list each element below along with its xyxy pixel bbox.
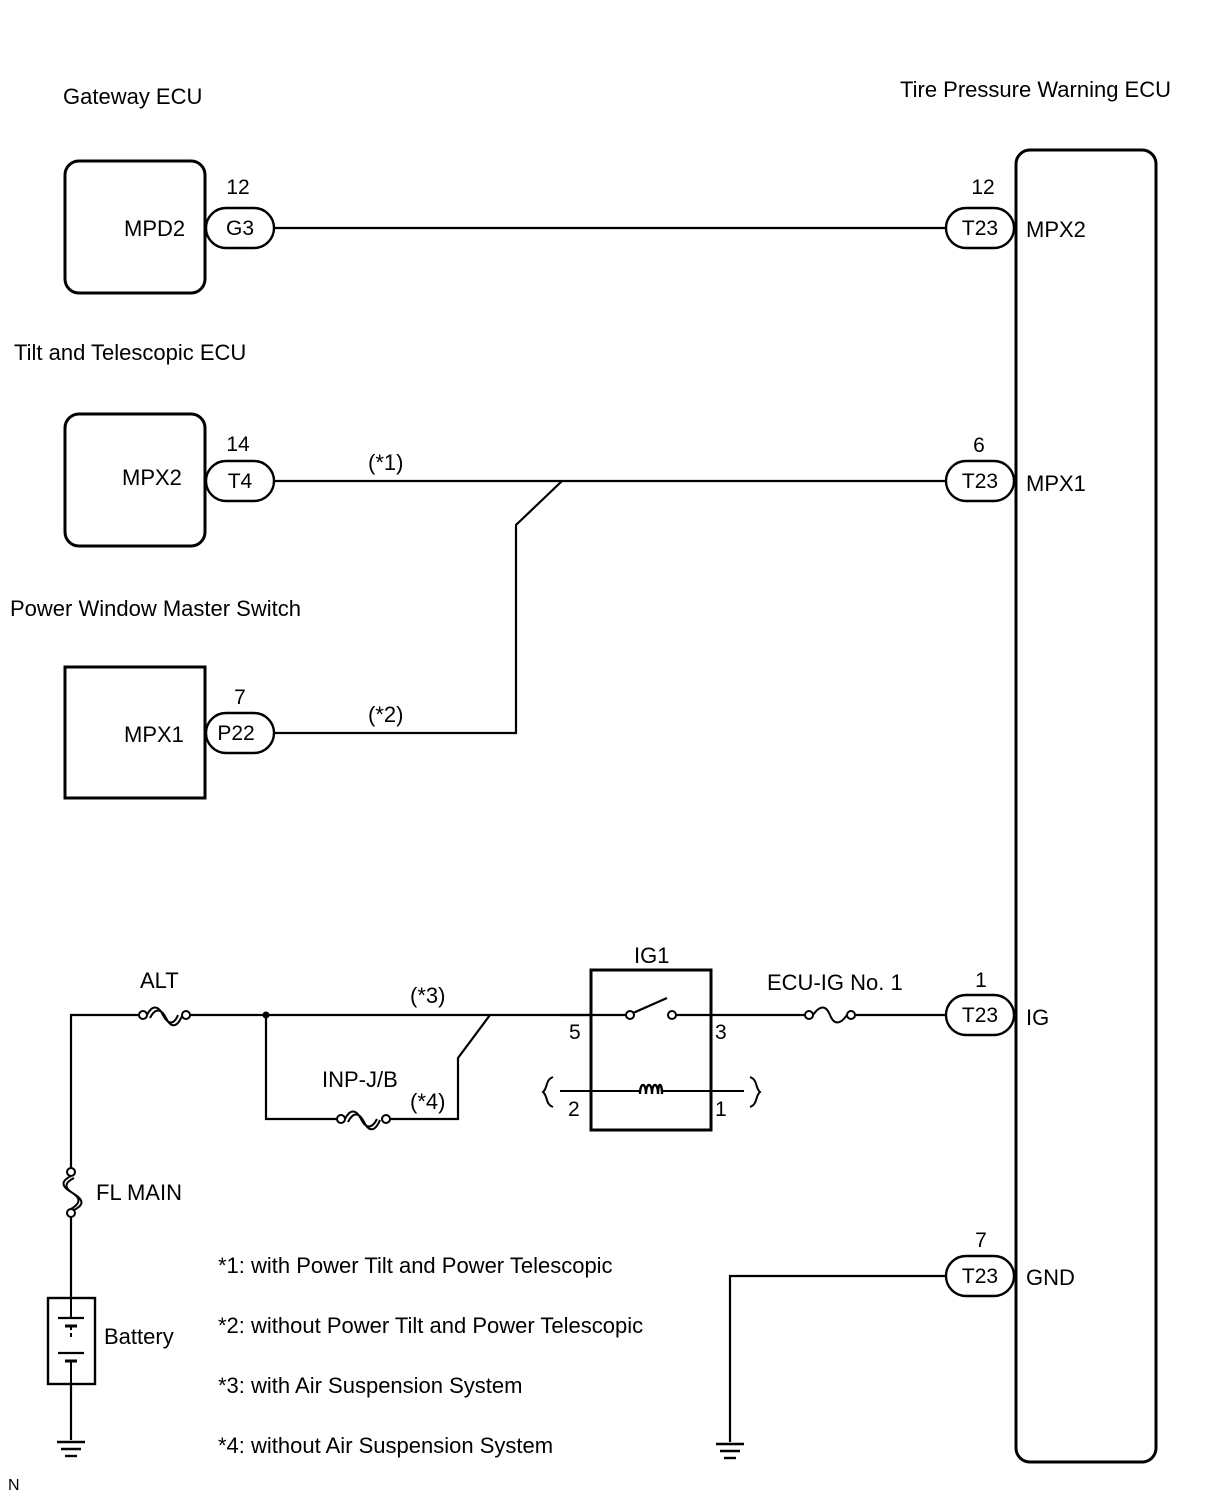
gateway-terminal: MPD2 xyxy=(124,216,185,241)
relay-switch-arm xyxy=(632,996,668,1015)
wire-battery-top xyxy=(69,1013,140,1172)
connector-t23-gnd: T23 7 xyxy=(944,1229,1016,1298)
connector-g3-pin: 12 xyxy=(226,176,249,199)
relay-pin-2: 2 xyxy=(568,1098,580,1121)
relay-pin-3: 3 xyxy=(715,1021,727,1044)
connector-t4-pin: 14 xyxy=(226,433,250,456)
wire-mark-3: (*3) xyxy=(410,983,445,1008)
connector-t23-mpx2-name: T23 xyxy=(962,217,998,240)
wire-inp-left xyxy=(264,1015,338,1121)
pw-terminal: MPX1 xyxy=(124,722,184,747)
tpw-terminal-gnd: GND xyxy=(1026,1265,1075,1290)
connector-t23-mpx1: T23 6 xyxy=(944,434,1016,503)
connector-t4-name: T4 xyxy=(228,470,253,493)
relay-coil-brace-left xyxy=(541,1076,554,1108)
wire-gnd xyxy=(728,1274,946,1442)
connector-t23-ig: T23 1 xyxy=(944,969,1016,1037)
note-4: *4: without Air Suspension System xyxy=(218,1433,553,1458)
wire-mark-4: (*4) xyxy=(410,1089,445,1114)
gateway-ecu-title: Gateway ECU xyxy=(63,84,202,109)
corner-mark: N xyxy=(8,1477,20,1494)
connector-t23-ig-name: T23 xyxy=(962,1004,998,1027)
fuse-inp-jb-label: INP-J/B xyxy=(322,1067,398,1092)
fuse-ecu-ig-label: ECU-IG No. 1 xyxy=(767,970,903,995)
tpw-ecu-title: Tire Pressure Warning ECU xyxy=(900,77,1171,102)
connector-p22: P22 7 xyxy=(204,686,276,755)
tilt-terminal: MPX2 xyxy=(122,465,182,490)
connector-p22-name: P22 xyxy=(217,722,254,745)
connector-t23-mpx1-pin: 6 xyxy=(973,434,985,457)
relay-label: IG1 xyxy=(634,943,669,968)
relay-coil-brace-right xyxy=(749,1076,762,1108)
battery-symbol xyxy=(46,1296,97,1386)
note-2: *2: without Power Tilt and Power Telesco… xyxy=(218,1313,643,1338)
note-3: *3: with Air Suspension System xyxy=(218,1373,522,1398)
connector-t23-mpx2-pin: 12 xyxy=(971,176,994,199)
battery-label: Battery xyxy=(104,1324,174,1349)
ground-icon-ecu xyxy=(716,1442,744,1460)
relay-contact-3 xyxy=(667,1010,677,1020)
relay-box xyxy=(589,968,713,1132)
wire-inp-right xyxy=(389,1014,491,1121)
wire-pw-mpx1 xyxy=(275,480,563,735)
note-1: *1: with Power Tilt and Power Telescopic xyxy=(218,1253,613,1278)
connector-t23-mpx2: T23 12 xyxy=(944,176,1016,250)
connector-g3-name: G3 xyxy=(226,217,254,240)
pw-switch-title: Power Window Master Switch xyxy=(10,596,301,621)
fuse-inp-jb xyxy=(336,1110,391,1131)
fuse-fl-main-label: FL MAIN xyxy=(96,1180,182,1205)
tilt-ecu-title: Tilt and Telescopic ECU xyxy=(14,340,246,365)
fuse-ecu-ig xyxy=(804,1006,856,1024)
tpw-ecu-box xyxy=(1014,148,1158,1464)
connector-t23-gnd-name: T23 xyxy=(962,1265,998,1288)
connector-t23-gnd-pin: 7 xyxy=(975,1229,987,1252)
wire-mark-2: (*2) xyxy=(368,702,403,727)
connector-g3: G3 12 xyxy=(204,176,276,250)
connector-t23-ig-pin: 1 xyxy=(975,969,987,992)
fuse-alt xyxy=(138,1006,191,1027)
fuse-alt-label: ALT xyxy=(140,968,179,993)
connector-t4: T4 14 xyxy=(204,433,276,503)
tpw-terminal-mpx2: MPX2 xyxy=(1026,217,1086,242)
connector-t23-mpx1-name: T23 xyxy=(962,470,998,493)
connector-p22-pin: 7 xyxy=(234,686,246,709)
relay-coil-icon xyxy=(638,1083,664,1095)
wire-mark-1: (*1) xyxy=(368,450,403,475)
relay-contact-5 xyxy=(625,1010,635,1020)
tpw-terminal-mpx1: MPX1 xyxy=(1026,471,1086,496)
relay-pin-1: 1 xyxy=(715,1098,727,1121)
tpw-terminal-ig: IG xyxy=(1026,1005,1049,1030)
ground-icon xyxy=(57,1440,85,1458)
relay-pin-5: 5 xyxy=(569,1021,581,1044)
fuse-fl-main xyxy=(62,1167,83,1218)
